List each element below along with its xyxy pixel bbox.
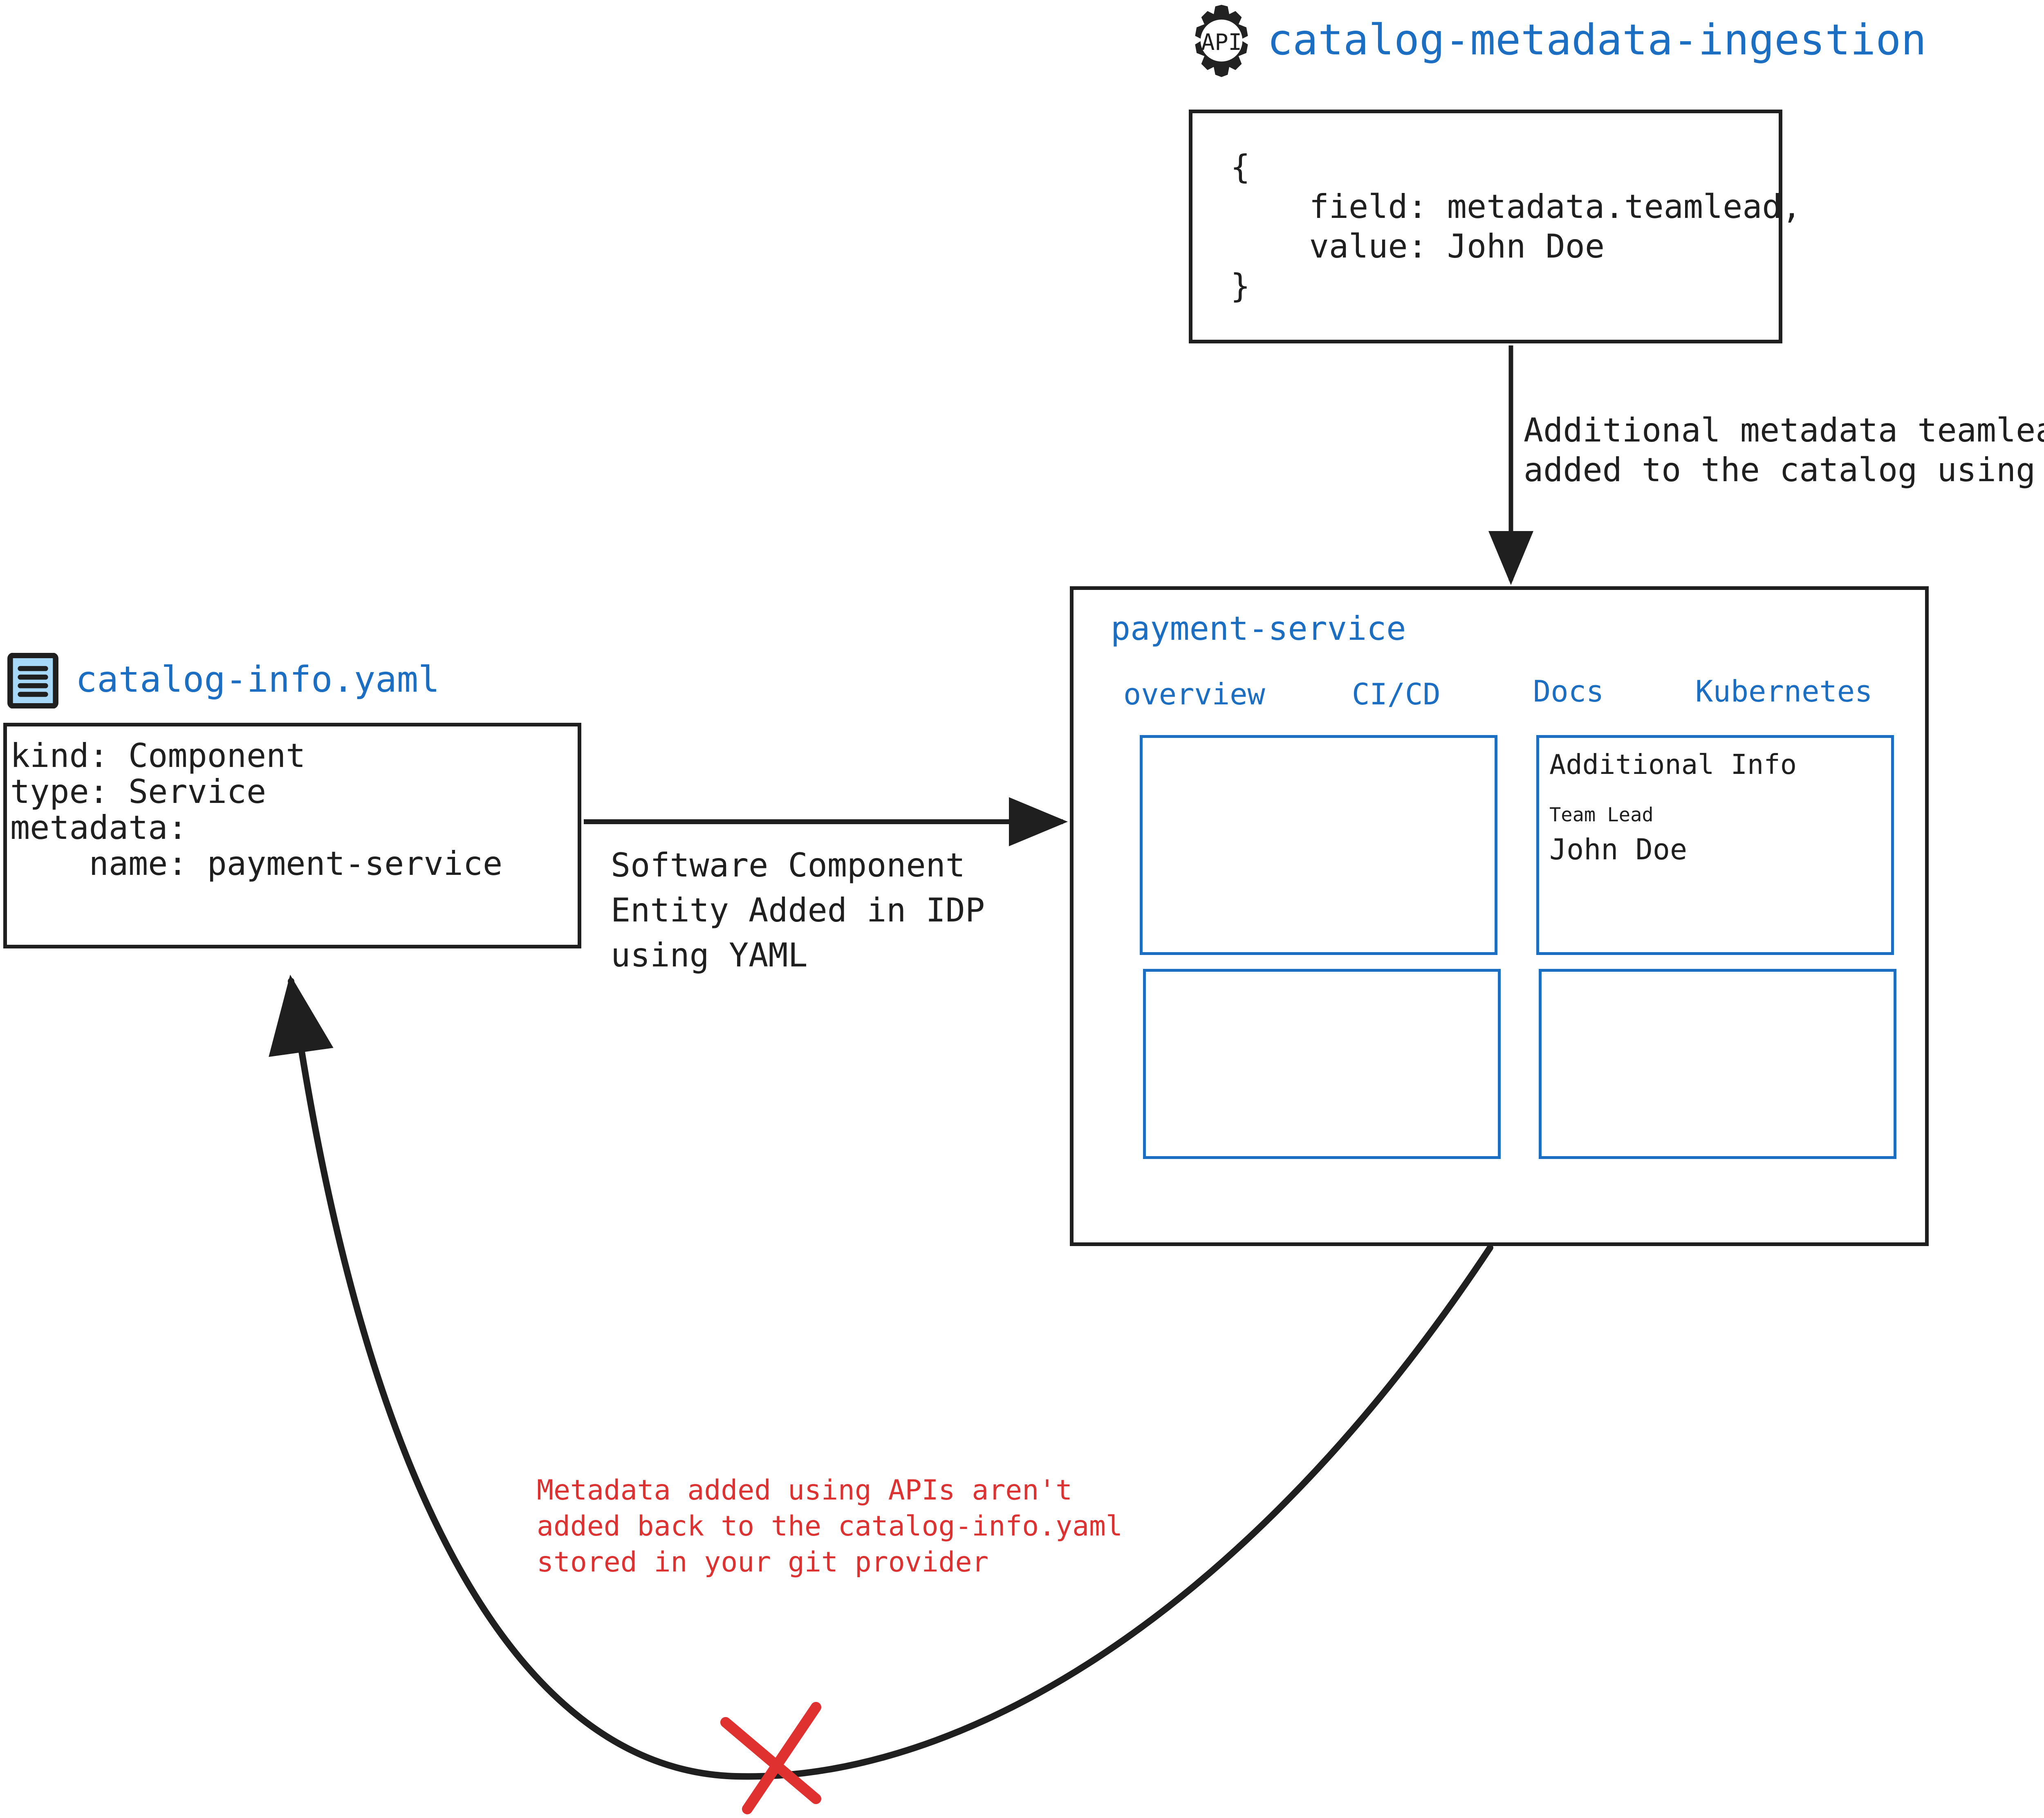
api-payload-box [1189, 110, 1782, 343]
api-payload-code: { field: metadata.teamlead, value: John … [1230, 148, 1802, 305]
yaml-content-box [3, 723, 581, 948]
team-lead-value: John Doe [1549, 833, 1688, 866]
api-source-title: catalog-metadata-ingestion [1267, 16, 1927, 65]
api-gear-icon: API [1195, 4, 1248, 77]
tab-docs[interactable]: Docs [1533, 674, 1604, 708]
card-overview[interactable] [1140, 735, 1497, 955]
card-bottom-right[interactable] [1539, 969, 1896, 1159]
api-source-header: API catalog-metadata-ingestion [1179, 0, 1926, 94]
yaml-source-title: catalog-info.yaml [76, 659, 440, 700]
service-panel-title: payment-service [1111, 610, 1406, 648]
warning-note: Metadata added using APIs aren't added b… [537, 1474, 1123, 1578]
api-edge-label: Additional metadata teamlead added to th… [1524, 411, 2044, 489]
yaml-edge-label: Software Component Entity Added in IDP u… [611, 846, 985, 974]
yaml-file-icon [7, 653, 58, 708]
card-additional-info[interactable] [1536, 735, 1894, 955]
team-lead-label: Team Lead [1549, 804, 1654, 826]
red-cross-marker [720, 1702, 821, 1814]
additional-info-title: Additional Info [1549, 749, 1797, 780]
yaml-source-header: catalog-info.yaml [0, 646, 450, 724]
tab-cicd[interactable]: CI/CD [1352, 677, 1441, 711]
api-icon-label: API [1201, 29, 1242, 55]
tab-overview[interactable]: overview [1123, 677, 1265, 711]
tab-kubernetes[interactable]: Kubernetes [1695, 674, 1873, 708]
yaml-content-code: kind: Component type: Service metadata: … [10, 737, 503, 883]
card-bottom-left[interactable] [1143, 969, 1501, 1159]
